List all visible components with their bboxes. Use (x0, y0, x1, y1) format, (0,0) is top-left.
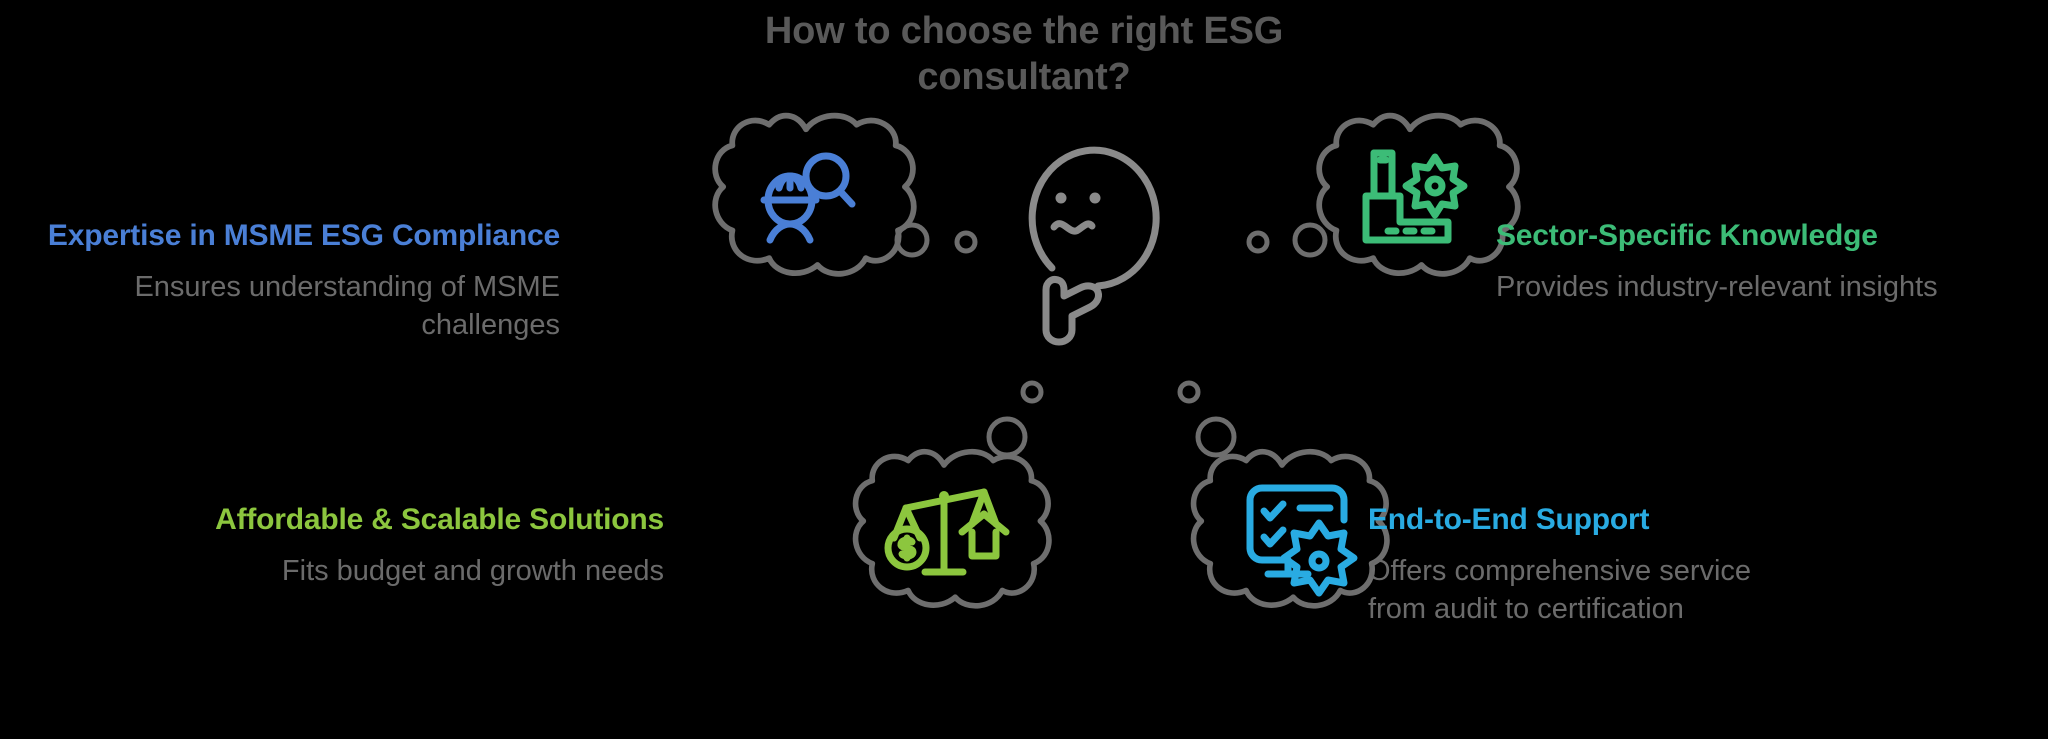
bubble-expertise (715, 116, 914, 274)
thought-dot-small (1177, 380, 1201, 404)
worker-with-magnifier-icon (760, 152, 856, 244)
item-affordable-subtitle: Fits budget and growth needs (281, 555, 664, 587)
page-title: How to choose the right ESG consultant? (764, 10, 1284, 99)
item-sector-subtitle: Provides industry-relevant insights (1496, 271, 1938, 303)
bubble-sector (1319, 116, 1518, 274)
item-sector: Sector-Specific Knowledge Provides indus… (1496, 218, 2048, 306)
thought-dots-top-right (1246, 222, 1328, 258)
thought-dots-top-left (894, 222, 978, 258)
item-expertise-heading: Expertise in MSME ESG Compliance (47, 219, 560, 252)
thought-dot-large (1195, 416, 1237, 458)
item-expertise-subtitle: Ensures understanding of MSME challenges (134, 271, 560, 342)
thought-bubble-outline (856, 452, 1049, 606)
item-endtoend-subtitle: Offers comprehensive service from audit … (1368, 555, 1752, 626)
item-sector-heading: Sector-Specific Knowledge (1496, 219, 1878, 252)
thought-dot-small (1020, 380, 1044, 404)
item-affordable-heading: Affordable & Scalable Solutions (215, 503, 664, 536)
item-endtoend-heading: End-to-End Support (1368, 503, 1650, 536)
thought-dot-small (954, 230, 978, 254)
thought-dots-bottom-right (1177, 380, 1237, 458)
thought-bubble-outline (715, 116, 914, 274)
thought-dot-small (1246, 230, 1270, 254)
thought-dot-large (894, 222, 930, 258)
balance-scales-icon (884, 488, 1010, 576)
factory-gear-icon (1362, 149, 1468, 244)
thought-bubble-outline (1319, 116, 1518, 274)
thought-dot-large (986, 416, 1028, 458)
thought-dots-bottom-left (986, 380, 1044, 458)
item-affordable: Affordable & Scalable Solutions Fits bud… (106, 502, 664, 590)
thought-bubble-outline (1194, 452, 1387, 606)
item-expertise: Expertise in MSME ESG Compliance Ensures… (0, 218, 560, 345)
bubble-endtoend (1194, 452, 1387, 606)
item-endtoend: End-to-End Support Offers comprehensive … (1368, 502, 1928, 629)
monitor-checklist-gear-icon (1246, 484, 1358, 597)
thought-dot-large (1292, 222, 1328, 258)
thinking-face-icon (1028, 146, 1160, 346)
bubble-affordable (856, 452, 1049, 606)
